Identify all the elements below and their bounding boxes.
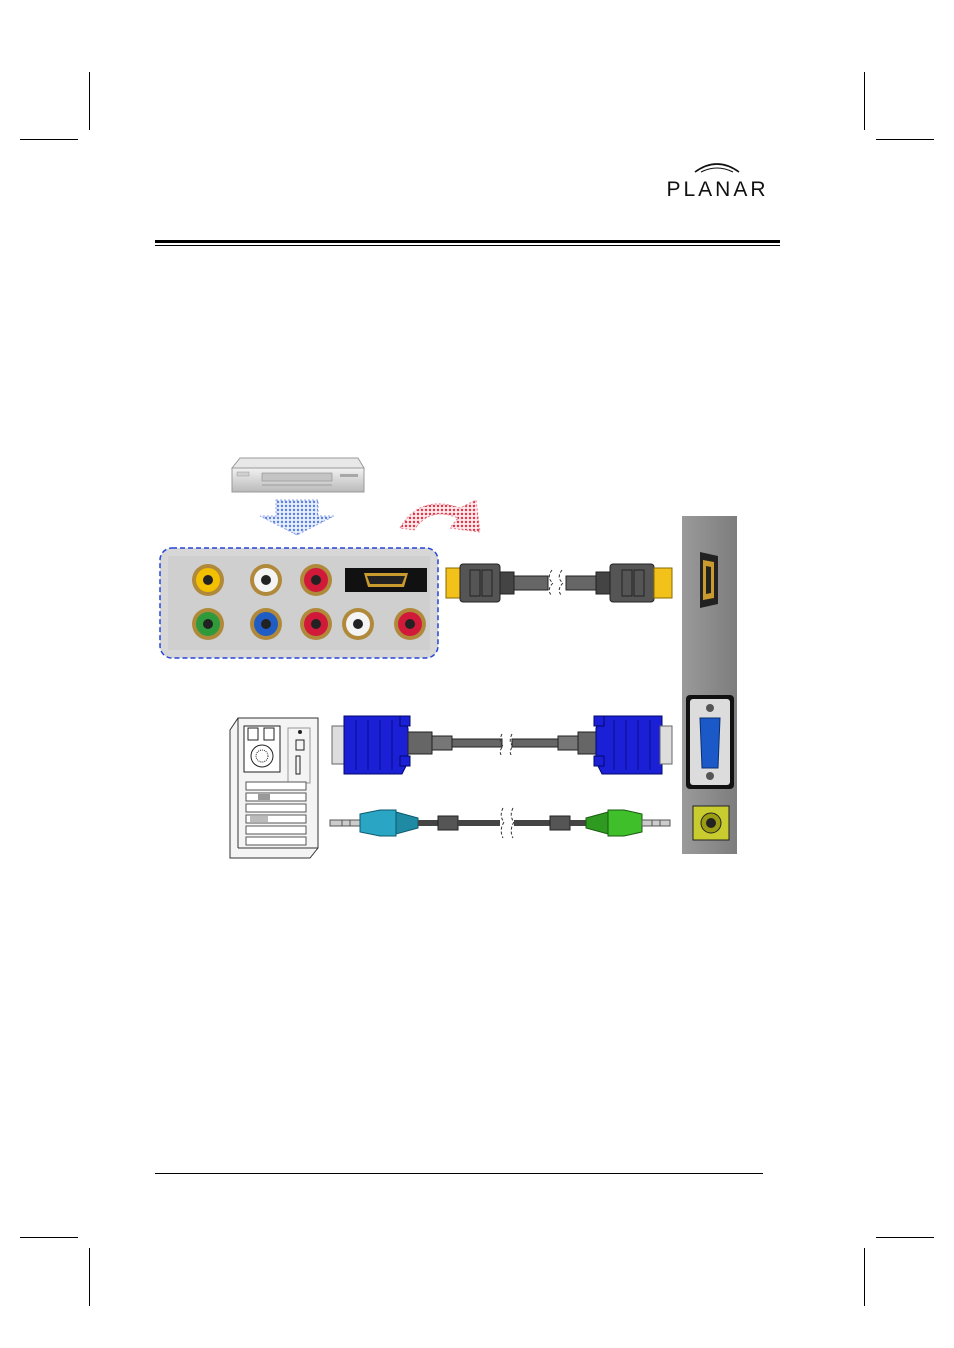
dvd-player-icon bbox=[232, 458, 364, 492]
audio-left-2-jack-icon bbox=[342, 608, 374, 640]
crop-mark-bottom-right-v bbox=[864, 1248, 865, 1306]
down-arrow-icon bbox=[260, 500, 334, 535]
audio-right-2-jack-icon bbox=[394, 608, 426, 640]
audio-in-port-icon bbox=[693, 806, 729, 840]
audio-left-jack-icon bbox=[250, 564, 282, 596]
header-rule bbox=[155, 240, 780, 243]
av-output-panel bbox=[160, 548, 438, 658]
crop-mark-top-left-h bbox=[20, 139, 78, 140]
component-pr-jack-icon bbox=[300, 608, 332, 640]
component-pb-jack-icon bbox=[250, 608, 282, 640]
connection-diagram bbox=[150, 450, 750, 870]
desktop-pc-icon bbox=[230, 718, 318, 858]
hdmi-port-icon bbox=[700, 552, 718, 608]
brand-logo: PLANAR bbox=[655, 158, 780, 206]
crop-mark-top-left-v bbox=[89, 72, 90, 130]
display-connector-panel bbox=[682, 516, 737, 854]
audio-cable-icon bbox=[330, 808, 670, 838]
hdmi-out-port-icon bbox=[345, 568, 427, 592]
crop-mark-bottom-right-h bbox=[876, 1237, 934, 1238]
composite-video-jack-icon bbox=[192, 564, 224, 596]
component-y-jack-icon bbox=[192, 608, 224, 640]
crop-mark-top-right-h bbox=[876, 139, 934, 140]
crop-mark-bottom-left-v bbox=[89, 1248, 90, 1306]
crop-mark-top-right-v bbox=[864, 72, 865, 130]
footer-rule bbox=[155, 1173, 763, 1174]
vga-cable-icon bbox=[332, 716, 672, 774]
hdmi-cable-icon bbox=[446, 564, 672, 602]
crop-mark-bottom-left-h bbox=[20, 1237, 78, 1238]
audio-right-jack-icon bbox=[300, 564, 332, 596]
header-rule-thin bbox=[155, 245, 780, 246]
brand-name: PLANAR bbox=[655, 178, 780, 202]
logo-arc-icon bbox=[655, 158, 780, 180]
vga-port-icon bbox=[686, 695, 734, 789]
curved-arrow-icon bbox=[400, 500, 480, 532]
